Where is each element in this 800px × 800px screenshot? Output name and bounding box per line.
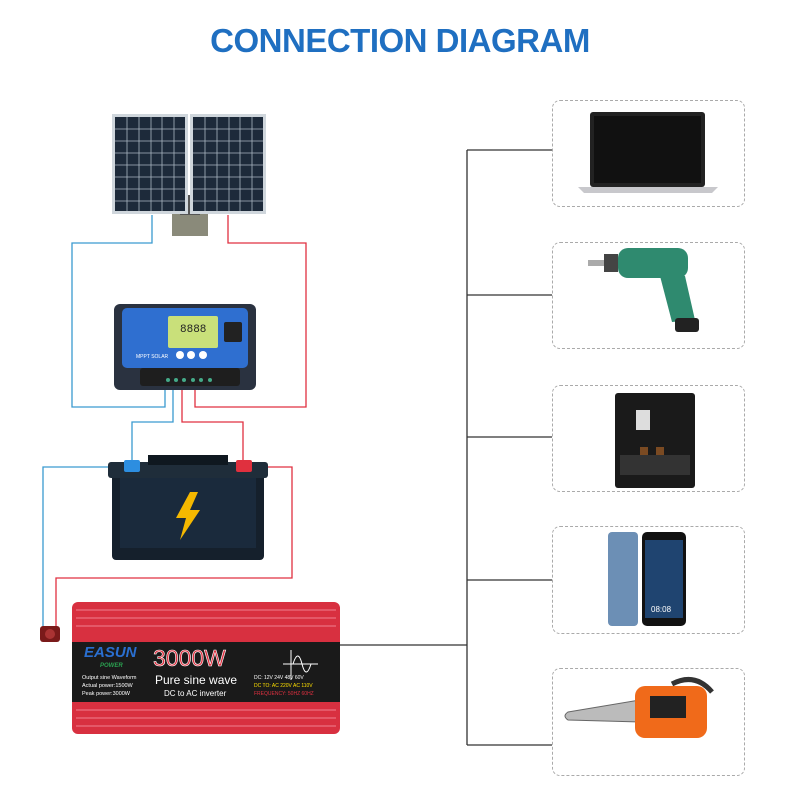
controller-display: 8888 [180, 324, 206, 336]
solar-panel [112, 114, 266, 236]
inverter-negative-wire [42, 466, 125, 628]
spec-actual-power: Actual power:1500W [82, 683, 133, 689]
charge-controller: 8888 MPPT SOLAR [114, 304, 256, 390]
ac-row: DC TO: AC 220V AC 110V [254, 683, 313, 689]
chainsaw-icon [564, 677, 714, 738]
frequency-row: FREQUENCY: 50HZ 60HZ [254, 691, 314, 697]
device-box-drill [552, 242, 745, 349]
battery-negative-wire [131, 380, 174, 462]
spec-waveform: Output sine Waveform [82, 675, 137, 681]
inverter-options: DC: 12V 24V 48V 60V DC TO: AC 220V AC 11… [254, 674, 314, 698]
dc-row: DC: 12V 24V 48V 60V [254, 675, 304, 681]
spec-peak-power: Peak power:3000W [82, 691, 130, 697]
inverter-positive-wire [55, 466, 293, 628]
inverter-power: 3000W [153, 645, 226, 672]
inverter-line1: Pure sine wave [155, 673, 238, 687]
controller-label: MPPT SOLAR [136, 354, 169, 360]
power-inverter [40, 602, 340, 734]
device-box-chainsaw [552, 668, 745, 776]
device-box-smartphone [552, 526, 745, 634]
page-title: CONNECTION DIAGRAM [210, 22, 590, 59]
inverter-line2: DC to AC inverter [164, 689, 227, 698]
sine-wave-icon [283, 650, 318, 680]
inverter-brand-sub: POWER [100, 663, 123, 669]
device-box-coffee-machine [552, 385, 745, 492]
lightning-icon [176, 492, 200, 540]
drill-icon [588, 248, 699, 332]
phone-time: 08:08 [651, 605, 672, 614]
panel-positive-wire [194, 215, 307, 408]
inverter-brand: EASUN [84, 644, 137, 661]
device-box-laptop [552, 100, 745, 207]
battery-negative-terminal [124, 460, 140, 472]
wires [42, 149, 552, 746]
battery-positive-wire [181, 380, 244, 462]
battery-positive-terminal [236, 460, 252, 472]
panel-negative-wire [71, 215, 166, 408]
laptop-icon [578, 112, 718, 193]
coffee-machine-icon [615, 393, 695, 488]
inverter-specs: Output sine Waveform Actual power:1500W … [82, 674, 137, 698]
battery [108, 455, 268, 560]
smartphone-icon: 08:08 [608, 532, 686, 626]
